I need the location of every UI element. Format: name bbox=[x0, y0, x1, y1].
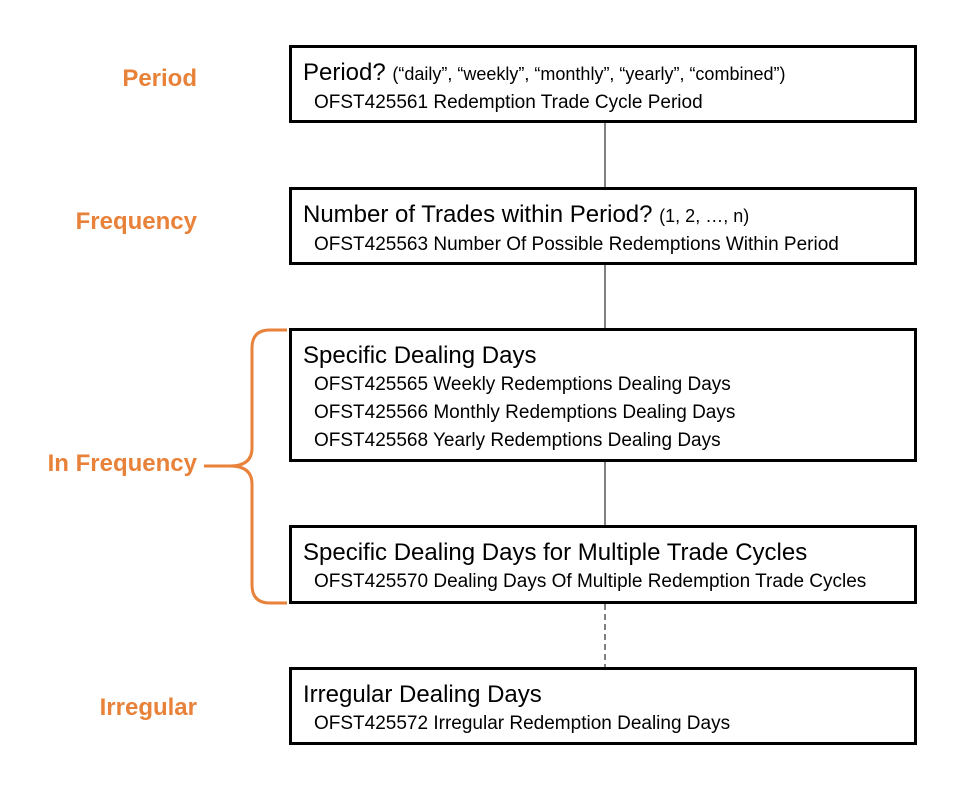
frequency-box-items: OFST425563 Number Of Possible Redemption… bbox=[303, 231, 904, 259]
specific-days-box-items: OFST425565 Weekly Redemptions Dealing Da… bbox=[303, 371, 904, 455]
label-frequency: Frequency bbox=[75, 208, 197, 235]
specific-days-box-title: Specific Dealing Days bbox=[303, 342, 537, 369]
specific-days-box-item: OFST425568 Yearly Redemptions Dealing Da… bbox=[314, 430, 721, 451]
irregular-box-items: OFST425572 Irregular Redemption Dealing … bbox=[303, 710, 904, 738]
irregular-box: Irregular Dealing Days OFST425572 Irregu… bbox=[289, 667, 917, 745]
label-irregular: Irregular bbox=[99, 694, 197, 721]
frequency-box-title: Number of Trades within Period? bbox=[303, 201, 653, 228]
specific-days-box-item: OFST425566 Monthly Redemptions Dealing D… bbox=[314, 402, 736, 423]
specific-days-box: Specific Dealing Days OFST425565 Weekly … bbox=[289, 328, 917, 462]
frequency-box-hint: (1, 2, …, n) bbox=[659, 206, 750, 226]
multiple-cycles-box-item: OFST425570 Dealing Days Of Multiple Rede… bbox=[314, 571, 867, 592]
in-frequency-brace bbox=[229, 328, 287, 605]
period-box-items: OFST425561 Redemption Trade Cycle Period bbox=[303, 89, 904, 117]
label-in-frequency: In Frequency bbox=[47, 450, 197, 477]
label-period: Period bbox=[122, 65, 197, 92]
multiple-cycles-box: Specific Dealing Days for Multiple Trade… bbox=[289, 525, 917, 604]
irregular-box-item: OFST425572 Irregular Redemption Dealing … bbox=[314, 713, 731, 734]
period-box-title: Period? bbox=[303, 59, 386, 86]
irregular-box-title: Irregular Dealing Days bbox=[303, 681, 542, 708]
multiple-cycles-box-title: Specific Dealing Days for Multiple Trade… bbox=[303, 539, 808, 566]
frequency-box: Number of Trades within Period? (1, 2, …… bbox=[289, 187, 917, 265]
specific-days-box-item: OFST425565 Weekly Redemptions Dealing Da… bbox=[314, 374, 731, 395]
period-box-hint: (“daily”, “weekly”, “monthly”, “yearly”,… bbox=[392, 64, 786, 84]
multiple-cycles-box-items: OFST425570 Dealing Days Of Multiple Rede… bbox=[303, 568, 904, 596]
period-box-item: OFST425561 Redemption Trade Cycle Period bbox=[314, 92, 703, 113]
period-box: Period? (“daily”, “weekly”, “monthly”, “… bbox=[289, 45, 917, 123]
frequency-box-title-line: Number of Trades within Period? (1, 2, …… bbox=[303, 200, 904, 231]
period-box-title-line: Period? (“daily”, “weekly”, “monthly”, “… bbox=[303, 58, 904, 89]
frequency-box-item: OFST425563 Number Of Possible Redemption… bbox=[314, 234, 839, 255]
